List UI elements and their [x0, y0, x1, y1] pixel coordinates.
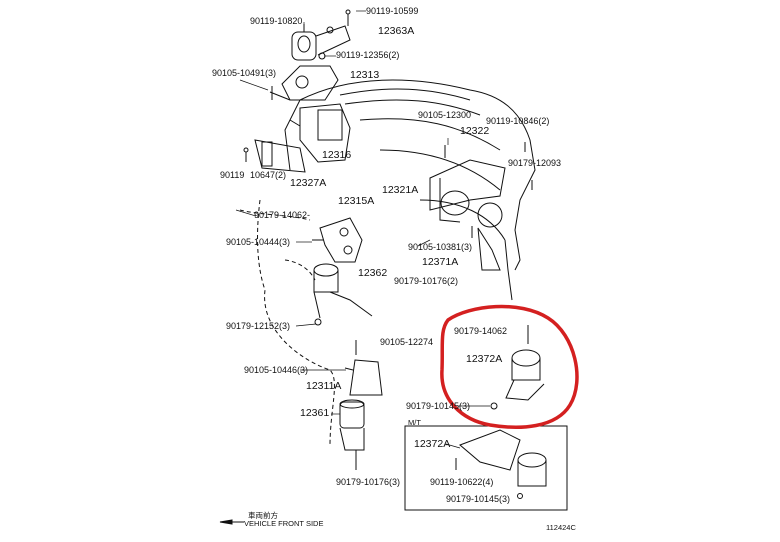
engine-block-outline	[299, 79, 536, 271]
mount-12361	[339, 399, 365, 470]
label-90179-10176-top: 90179-10176(2)	[394, 276, 459, 286]
label-12315A: 12315A	[338, 195, 375, 207]
label-90119-10846: 90119-10846(2)	[486, 116, 550, 126]
label-90179-14062-mid: 90179-14062	[454, 326, 508, 336]
label-90105-12274: 90105-12274	[380, 337, 434, 347]
label-12321A: 12321A	[382, 184, 419, 196]
bracket-12311A	[344, 340, 383, 396]
bracket-12327A	[243, 139, 306, 173]
label-vehicle-front-side: VEHICLE FRONT SIDE	[244, 519, 324, 528]
label-12313: 12313	[350, 69, 380, 81]
label-12311A: 12311A	[306, 380, 342, 392]
label-90119-10622: 90119-10622(4)	[430, 477, 494, 487]
mt-variant-box	[404, 425, 568, 511]
label-90105-10446: 90105-10446(3)	[244, 365, 309, 375]
mount-12372A-mt	[455, 429, 547, 499]
label-12363A: 12363A	[378, 25, 415, 37]
label-12371A: 12371A	[422, 256, 459, 268]
label-90179-14062-top: 90179-14062-	[254, 210, 311, 220]
mount-12322-12321A	[429, 142, 533, 223]
label-12361: 12361	[300, 407, 330, 419]
label-90105-10444: 90105-10444(3)	[226, 237, 291, 247]
label-90179-10145-box: 90179-10145(3)	[446, 494, 511, 504]
label-90119-10820: 90119-10820	[250, 16, 303, 26]
mount-12371A	[471, 202, 503, 271]
label-90179-10145-mid: 90179-10145(3)	[406, 401, 471, 411]
label-90105-12300: 90105-12300	[418, 110, 472, 120]
mount-12372A	[490, 325, 545, 410]
label-12372A: 12372A	[466, 353, 503, 365]
label-90105-10381: 90105-10381(3)	[408, 242, 473, 252]
bracket-12316	[289, 103, 351, 163]
label-90179-12093: 90179-12093	[508, 158, 562, 168]
label-90179-10176-bot: 90179-10176(3)	[336, 477, 401, 487]
mount-12362	[313, 263, 373, 326]
label-vehicle-front-jp: 車両前方	[248, 511, 278, 520]
transaxle-dashed-outline	[257, 199, 335, 446]
leader-lines	[235, 10, 490, 449]
label-90119-10599: 90119-10599	[366, 6, 419, 16]
label-12322: 12322	[460, 125, 490, 137]
label-90119-10647-prefix: 90119	[220, 170, 245, 180]
label-12327A: 12327A	[290, 177, 327, 189]
label-90119-10647-suffix: 10647(2)	[250, 170, 287, 180]
label-12362: 12362	[358, 267, 388, 279]
label-12316: 12316	[322, 149, 352, 161]
bracket-12315A	[312, 217, 363, 263]
highlight-circle	[440, 304, 579, 429]
label-mt: M/T	[408, 418, 421, 427]
label-90119-12356: 90119-12356(2)	[336, 50, 400, 60]
vehicle-front-arrow	[219, 519, 233, 525]
label-12372A-mt: 12372A	[414, 438, 451, 450]
label-diagram-code: 112424C	[546, 523, 576, 532]
label-90179-12152: 90179-12152(3)	[226, 321, 291, 331]
bracket-12313	[269, 65, 339, 101]
label-90105-10491: 90105-10491(3)	[212, 68, 277, 78]
mount-12363A	[291, 9, 351, 61]
